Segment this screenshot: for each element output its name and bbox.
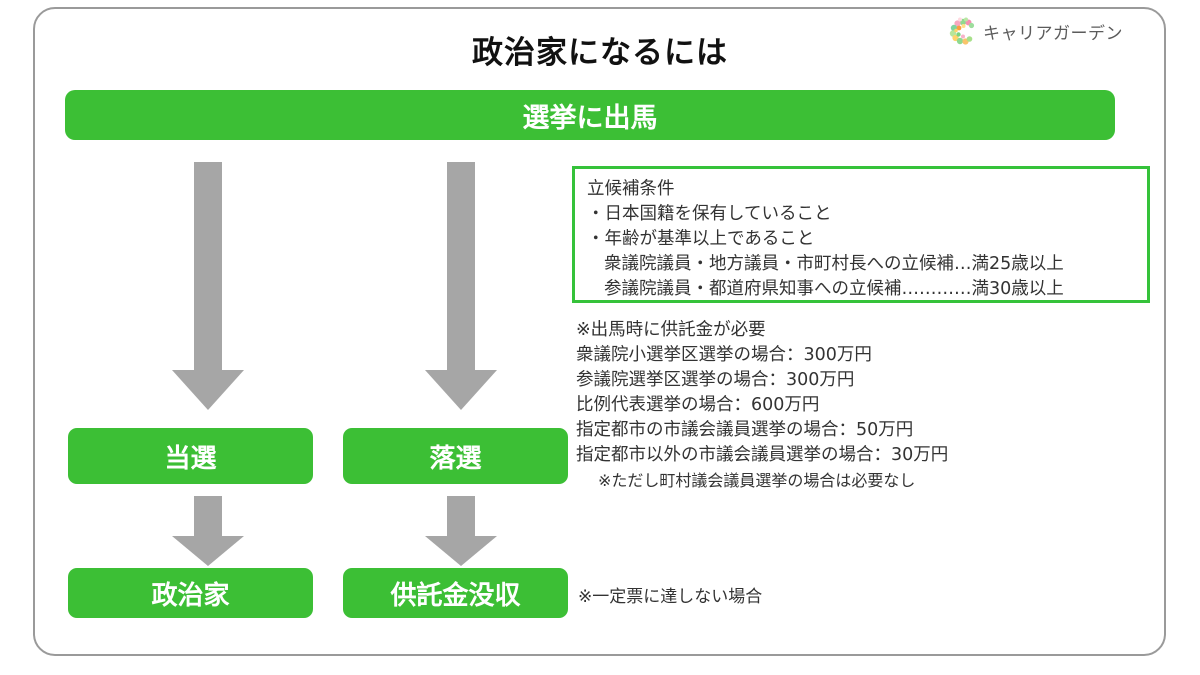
deposit-sub-note: ※ただし町村議会議員選挙の場合は必要なし [598,471,916,490]
conditions-item-age-30: 参議院議員・都道府県知事への立候補…………満30歳以上 [604,279,1064,299]
page-title: 政治家になるには [472,35,728,71]
deposit-line-upper-house-district: 参議院選挙区選挙の場合：300万円 [576,370,855,390]
deposit-info-block: ※出馬時に供託金が必要 衆議院小選挙区選挙の場合：300万円 参議院選挙区選挙の… [576,318,1166,493]
brand-logo: キャリアガーデン [948,16,1123,46]
deposit-line-lower-house-district: 衆議院小選挙区選挙の場合：300万円 [576,345,872,365]
down-arrow-icon [425,496,497,566]
flow-box-defeated: 落選 [343,428,568,484]
flow-box-run-for-election: 選挙に出馬 [65,90,1115,140]
down-arrow-icon [172,162,244,410]
conditions-item-age: ・年齢が基準以上であること [587,229,815,249]
candidacy-conditions-box: 立候補条件 ・日本国籍を保有していること ・年齢が基準以上であること 衆議院議員… [572,166,1150,303]
deposit-heading: ※出馬時に供託金が必要 [576,320,766,340]
conditions-heading: 立候補条件 [587,179,675,199]
deposit-line-other-city-assembly: 指定都市以外の市議会議員選挙の場合：30万円 [576,445,949,465]
flow-box-elected: 当選 [68,428,313,484]
deposit-line-designated-city-assembly: 指定都市の市議会議員選挙の場合：50万円 [576,420,914,440]
floral-c-logo-icon [949,17,975,45]
flow-box-deposit-forfeiture: 供託金没収 [343,568,568,618]
down-arrow-icon [172,496,244,566]
brand-name: キャリアガーデン [983,23,1123,44]
down-arrow-icon [425,162,497,410]
flow-box-politician: 政治家 [68,568,313,618]
deposit-line-proportional: 比例代表選挙の場合：600万円 [576,395,820,415]
forfeiture-footnote: ※一定票に達しない場合 [578,587,763,607]
conditions-item-age-25: 衆議院議員・地方議員・市町村長への立候補…満25歳以上 [604,254,1064,274]
conditions-item-nationality: ・日本国籍を保有していること [587,204,832,224]
